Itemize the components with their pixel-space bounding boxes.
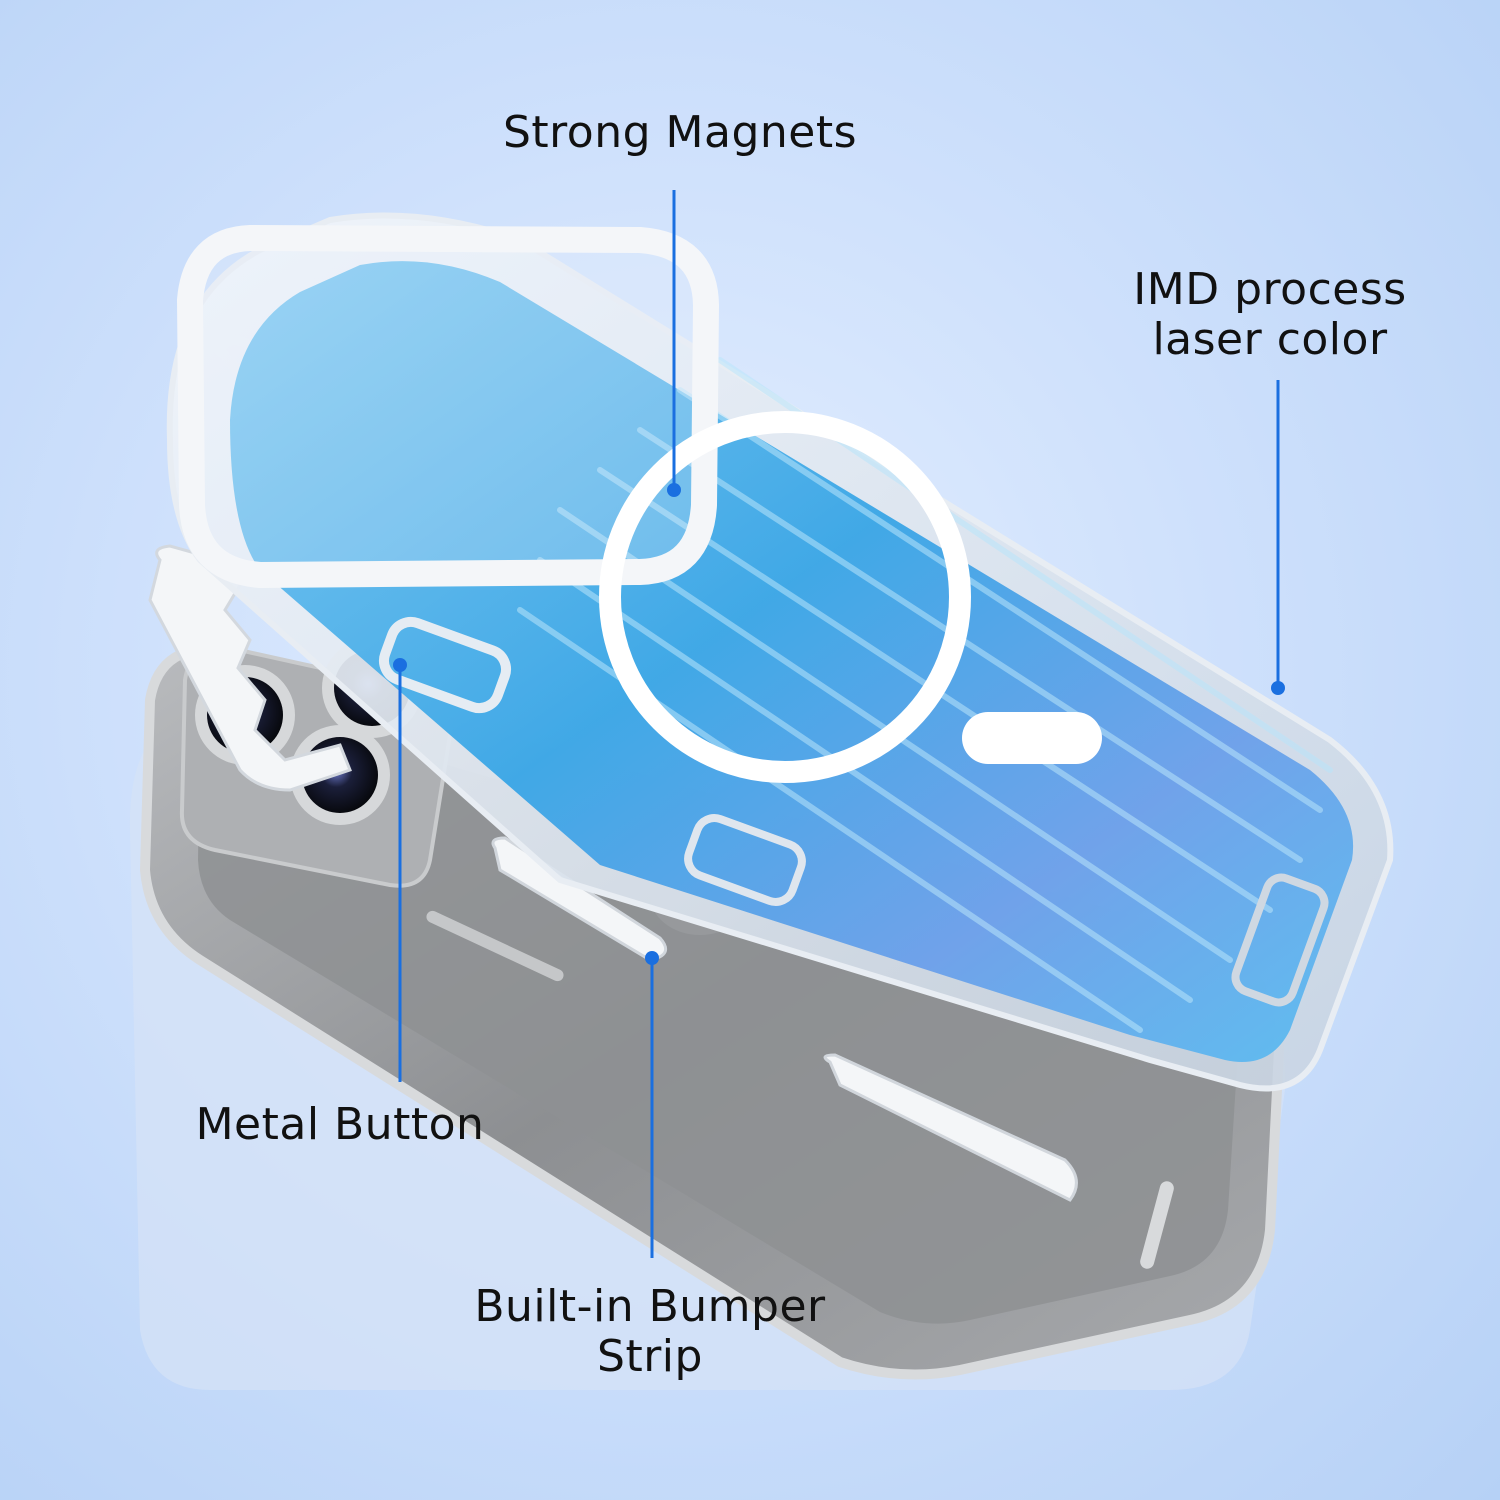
camera-frame	[176, 224, 720, 589]
magnets-callout-dot	[667, 483, 681, 497]
callout-lines	[393, 190, 1285, 1258]
button-cover	[378, 616, 512, 714]
callout-text: IMD process	[1133, 264, 1407, 315]
imd-callout-dot	[1271, 681, 1285, 695]
callout-text: Built-in Bumper	[474, 1281, 826, 1332]
callout-text: Metal Button	[195, 1099, 485, 1150]
callout-text: Strong Magnets	[502, 107, 857, 158]
callout-metal-button: Metal Button	[175, 1100, 505, 1150]
callout-bumper-strip: Built-in Bumper Strip	[450, 1282, 850, 1382]
bumper-callout-dot	[645, 951, 659, 965]
metal-button-callout-dot	[393, 658, 407, 672]
magsafe-alignment-bar	[962, 712, 1102, 764]
callout-text: laser color	[1152, 314, 1388, 365]
phone-case	[166, 212, 1394, 1092]
callout-text: Strip	[597, 1331, 703, 1382]
callout-imd-process: IMD process laser color	[1120, 265, 1420, 365]
magsafe-ring	[599, 411, 971, 783]
callout-strong-magnets: Strong Magnets	[470, 108, 890, 158]
